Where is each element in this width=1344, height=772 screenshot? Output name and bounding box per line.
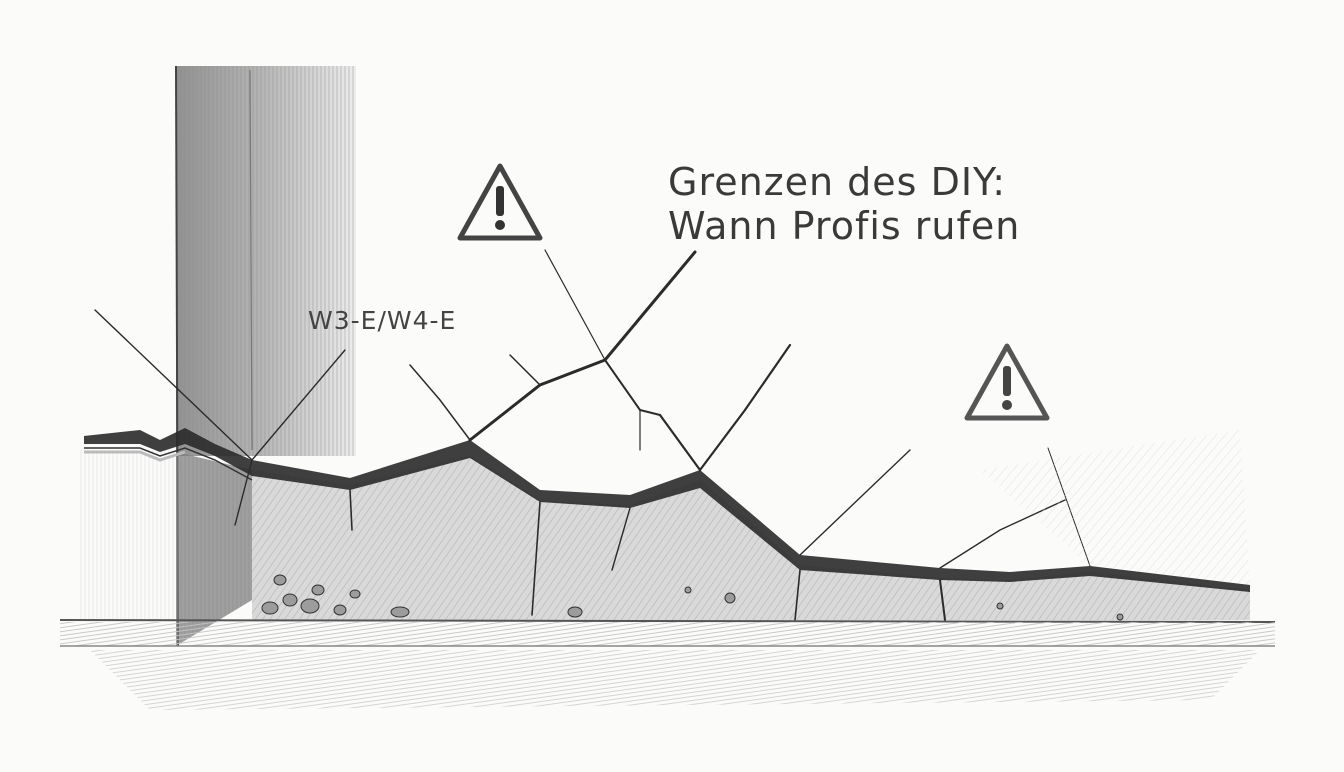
main-crack	[84, 428, 1250, 592]
sketch-title: Grenzen des DIY: Wann Profis rufen	[668, 160, 1020, 248]
title-line-1: Grenzen des DIY:	[668, 160, 1006, 204]
warning-icon-right	[964, 343, 1050, 421]
floor	[59, 619, 1276, 710]
corner-pillar	[175, 65, 356, 647]
warning-icon-left	[457, 163, 543, 241]
exposed-concrete	[252, 455, 1250, 621]
crack-classification-label: W3-E/W4-E	[308, 306, 457, 335]
title-line-2: Wann Profis rufen	[668, 204, 1021, 248]
